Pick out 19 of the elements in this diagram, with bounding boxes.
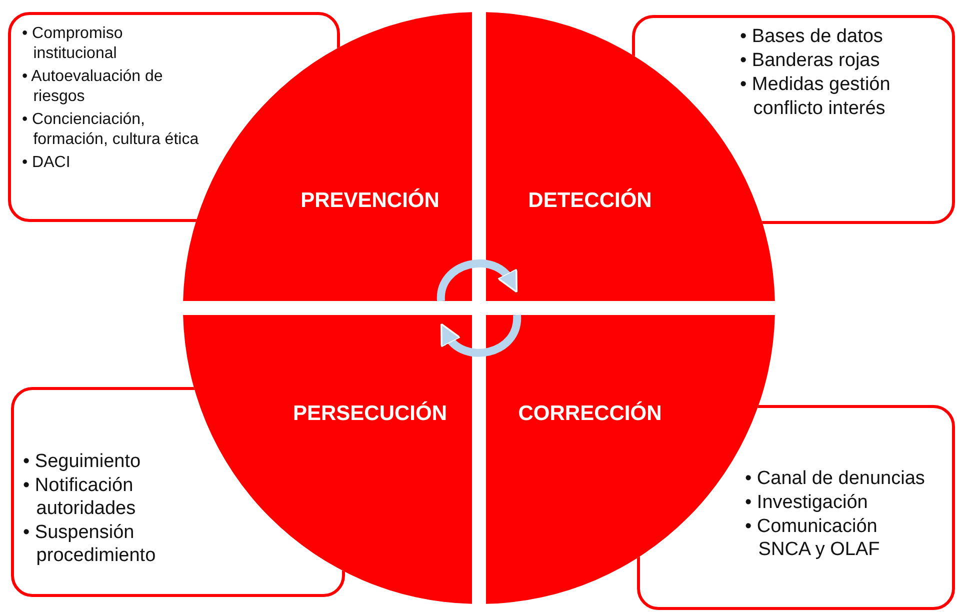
list-item: • Bases de datos	[740, 25, 884, 49]
list-item: • Canal de denuncias	[745, 467, 925, 490]
list-item: • Comunicación SNCA y OLAF	[745, 515, 881, 561]
list-item: • Notificación autoridades	[23, 474, 137, 520]
cycle-arrow	[439, 314, 521, 357]
cycle-arrow	[437, 260, 519, 302]
list-item: • Medidas gestión conflicto interés	[740, 73, 892, 121]
list-item: • Banderas rojas	[740, 49, 881, 73]
list-item: • Autoevaluación de riesgos	[22, 67, 164, 107]
quadrant-title: PREVENCIÓN	[300, 189, 440, 213]
quadrant-title: PERSECUCIÓN	[292, 402, 448, 426]
list-item: • Investigación	[745, 491, 869, 514]
list-item: • Suspensión procedimiento	[23, 521, 157, 567]
quadrant-title: DETECCIÓN	[528, 189, 652, 213]
quadrant-title: CORRECCIÓN	[518, 402, 662, 426]
list-item: • Compromiso institucional	[22, 24, 124, 64]
list-item: • Concienciación, formación, cultura ética	[22, 110, 200, 150]
list-item: • Seguimiento	[23, 450, 142, 473]
list-item: • DACI	[22, 153, 72, 173]
